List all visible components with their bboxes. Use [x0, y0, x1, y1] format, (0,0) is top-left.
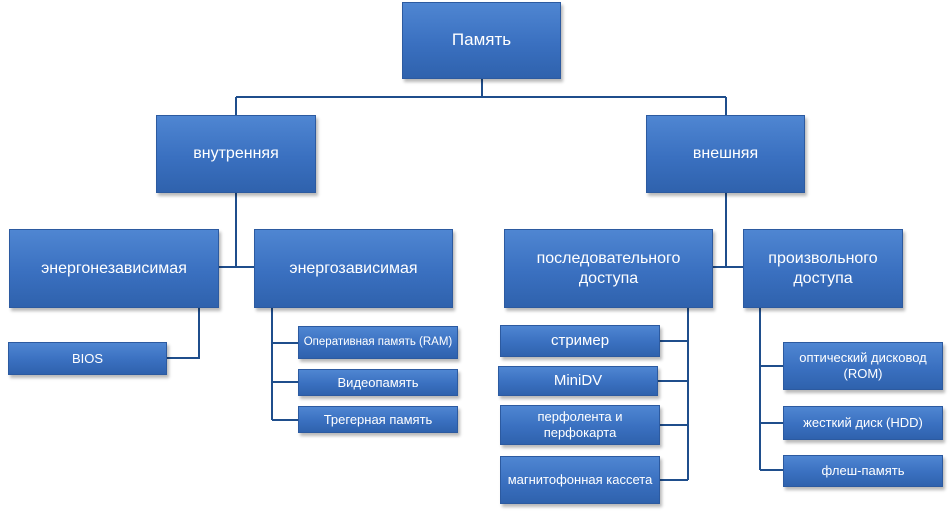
node-volatile-label: энергозависимая	[289, 259, 418, 277]
node-trigger-memory-label: Трегерная память	[323, 411, 433, 427]
node-bios: BIOS	[8, 342, 167, 375]
node-random: произвольного доступа	[743, 229, 903, 308]
node-cassette-label: магнитофонная кассета	[507, 472, 653, 488]
node-minidv: MiniDV	[498, 366, 658, 396]
node-sequential-label: последовательного доступа	[536, 250, 681, 287]
node-flash-memory: флеш-память	[783, 455, 943, 487]
node-sequential: последовательного доступа	[504, 229, 713, 308]
node-internal-label: внутренняя	[193, 145, 279, 163]
node-volatile: энергозависимая	[254, 229, 453, 308]
node-external: внешняя	[646, 115, 805, 193]
node-flash-memory-label: флеш-память	[821, 463, 905, 479]
node-nonvolatile: энергонезависимая	[9, 229, 219, 308]
node-ram-label: Оперативная память (RAM)	[303, 335, 453, 348]
node-bios-label: BIOS	[71, 350, 104, 366]
node-optical-drive: оптический дисковод (ROM)	[783, 342, 943, 390]
node-hdd-label: жесткий диск (HDD)	[803, 415, 923, 431]
node-memory: Память	[402, 2, 561, 79]
node-random-label: произвольного доступа	[768, 250, 878, 287]
node-nonvolatile-label: энергонезависимая	[41, 259, 187, 277]
node-trigger-memory: Трегерная память	[298, 406, 458, 433]
node-punch-tape-label: перфолента и перфокарта	[537, 409, 623, 440]
node-cassette: магнитофонная кассета	[500, 456, 660, 504]
node-optical-drive-label: оптический дисковод (ROM)	[799, 350, 927, 381]
node-memory-label: Память	[451, 30, 512, 50]
node-minidv-label: MiniDV	[553, 372, 603, 389]
node-video-memory: Видеопамять	[298, 369, 458, 396]
node-streamer: стример	[500, 325, 660, 357]
node-video-memory-label: Видеопамять	[337, 374, 419, 390]
node-punch-tape: перфолента и перфокарта	[500, 405, 660, 445]
node-ram: Оперативная память (RAM)	[298, 326, 458, 359]
node-streamer-label: стример	[550, 332, 610, 349]
node-external-label: внешняя	[692, 145, 759, 163]
node-internal: внутренняя	[156, 115, 316, 193]
node-hdd: жесткий диск (HDD)	[783, 406, 943, 440]
